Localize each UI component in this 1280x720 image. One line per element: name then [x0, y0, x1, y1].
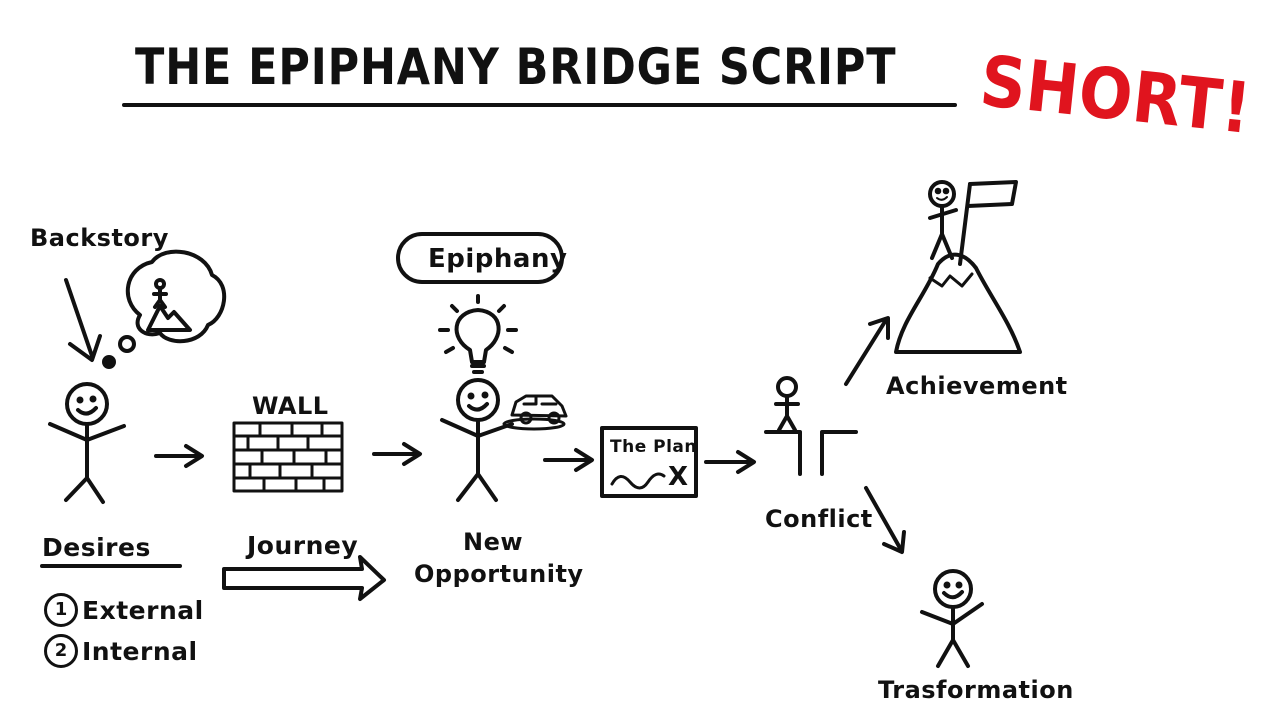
page-title: THE EPIPHANY BRIDGE SCRIPT — [135, 38, 897, 96]
lightbulb-icon — [440, 296, 516, 372]
label-wall: WALL — [252, 392, 329, 420]
number-1-badge: 1 — [44, 593, 78, 627]
arrow-to-plan — [545, 450, 592, 470]
stick-figure-opportunity — [442, 380, 512, 500]
label-new: New — [463, 528, 524, 556]
conflict-cliff — [766, 378, 856, 474]
number-2-badge: 2 — [44, 634, 78, 668]
label-conflict: Conflict — [765, 505, 873, 533]
mountain-summit — [896, 182, 1020, 352]
label-the-plan: The Plan — [610, 437, 698, 457]
label-epiphany: Epiphany — [428, 244, 568, 274]
epiphany-bubble — [398, 234, 562, 282]
plan-x-mark: X — [668, 462, 689, 492]
backstory-arrow — [66, 280, 100, 360]
arrow-to-opportunity — [374, 444, 420, 464]
label-transformation: Trasformation — [878, 676, 1074, 704]
brick-wall — [234, 423, 342, 491]
arrow-to-achievement — [846, 318, 888, 384]
thought-bubble — [104, 252, 224, 367]
journey-arrow — [224, 557, 384, 599]
label-journey: Journey — [247, 531, 359, 560]
car-icon — [504, 396, 566, 429]
plan-board — [602, 428, 696, 496]
label-backstory: Backstory — [30, 224, 169, 252]
label-desires: Desires — [42, 533, 151, 562]
arrow-to-transformation — [866, 488, 904, 552]
stick-figure-hero — [50, 384, 124, 502]
label-external: External — [82, 596, 204, 625]
arrow-to-wall — [156, 446, 202, 466]
label-achievement: Achievement — [886, 372, 1068, 400]
mountain-icon — [148, 306, 190, 330]
label-opportunity: Opportunity — [414, 560, 584, 588]
label-internal: Internal — [82, 637, 198, 666]
stick-figure-transformed — [922, 571, 982, 666]
arrow-to-conflict — [706, 452, 754, 472]
